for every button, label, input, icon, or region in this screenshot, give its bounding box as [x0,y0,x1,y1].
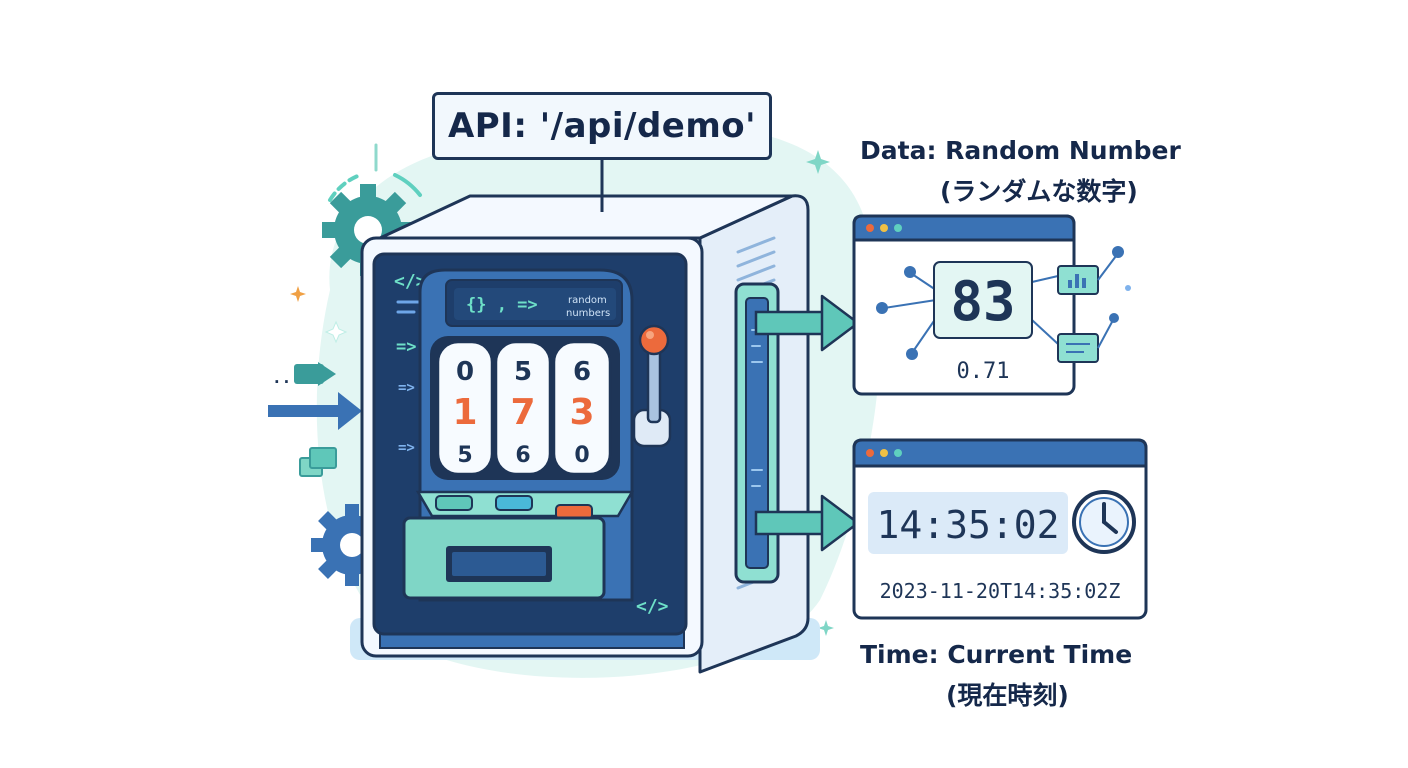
slot-display-code: {} , => [466,295,538,315]
sparkle-icon [324,320,348,344]
arrow-to-time [754,494,860,552]
window-dot-yellow [880,224,888,232]
data-window: 83 0.71 [852,214,1131,396]
incoming-arrows: .. [268,362,420,477]
control-button-1[interactable] [435,495,473,511]
decorative-arc [328,173,362,202]
code-tag-bottom: </> [636,596,669,617]
api-endpoint-label: API: '/api/demo' [432,92,772,160]
screen-code-lines [396,300,422,314]
window-dot-green [894,224,902,232]
control-button-2[interactable] [495,495,533,511]
reel-3-top: 6 [573,357,591,387]
iso-timestamp: 2023-11-20T14:35:02Z [880,579,1121,603]
slot-display-text-2: numbers [566,308,610,319]
number-display [933,261,1033,339]
code-tag-top: </> [394,271,427,292]
slot-display-text-1: random [568,295,607,306]
reel-3-middle: 3 [569,392,594,433]
time-caption-title: Time: Current Time [860,640,1133,669]
clock-icon [1072,490,1136,554]
sparkle-icon [806,150,830,174]
data-caption-title: Data: Random Number [860,136,1181,165]
payout-slot-inner [452,552,546,576]
side-output-slot [745,297,769,569]
sparkle-icon [290,286,306,302]
screen-arrow-1: => [396,337,416,357]
decorative-arc [393,173,422,197]
screen-arrow-3: => [398,440,415,456]
sparkle-icon [818,620,834,636]
time-window: 14:35:02 2023-11-20T14:35:02Z [852,438,1148,620]
data-caption-subtitle: (ランダムな数字) [940,177,1138,206]
time-caption-subtitle: (現在時刻) [946,681,1069,710]
svg-text:..: .. [272,368,291,387]
clock-time: 14:35:02 [876,503,1059,547]
reel: 5 7 6 [494,340,552,476]
side-code-lines [751,329,763,487]
random-number: 83 [950,270,1015,333]
reel-1-middle: 1 [452,392,477,433]
reel-1-top: 0 [456,357,474,387]
random-decimal: 0.71 [957,359,1010,384]
window-dot-red [866,449,874,457]
time-display [868,492,1068,554]
reel: 0 1 5 [436,340,494,476]
reel-2-bottom: 6 [515,443,530,468]
screen-arrow-2: => [398,380,415,396]
arrow-to-data [754,294,860,352]
slot-lever[interactable] [632,324,672,448]
list-chip-icon [1057,333,1099,363]
reel-3-bottom: 0 [574,443,589,468]
window-dot-red [866,224,874,232]
slot-display-inner [454,288,616,320]
reel: 6 3 0 [552,340,612,476]
window-dot-green [894,449,902,457]
reel-2-top: 5 [514,357,532,387]
reel-2-middle: 7 [510,392,535,433]
window-dot-yellow [880,449,888,457]
reel-1-bottom: 5 [457,443,472,468]
